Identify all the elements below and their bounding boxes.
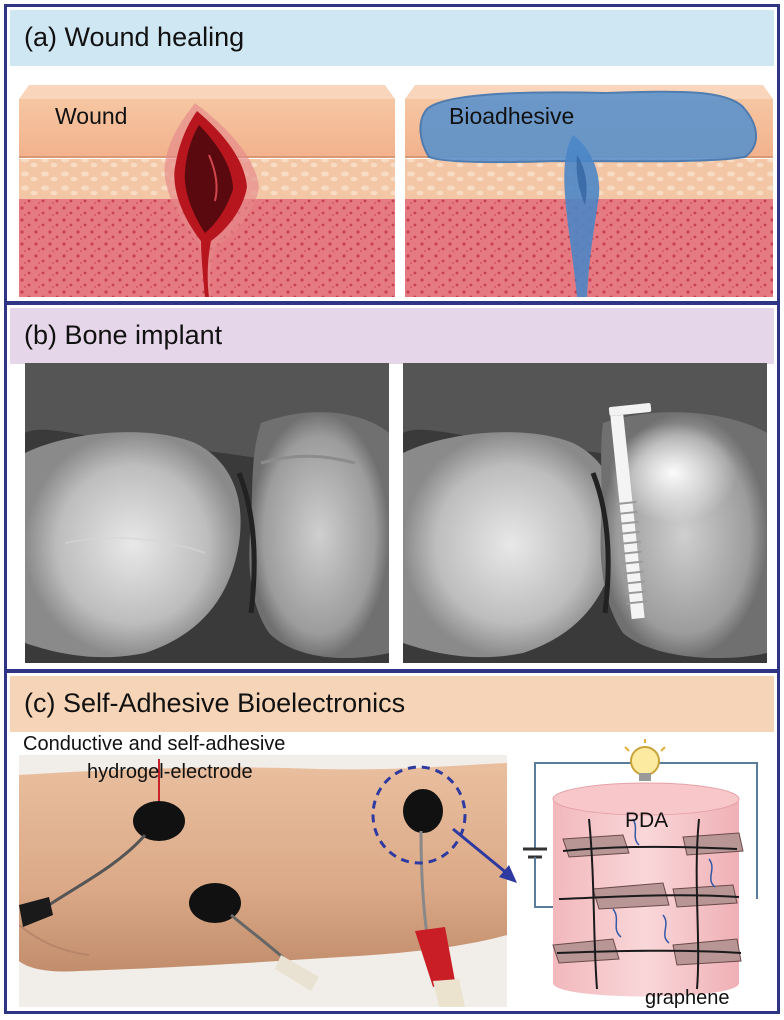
panel-self-adhesive-bioelectronics: (c) Self-Adhesive Bioelectronics xyxy=(4,670,780,1014)
electrode-2 xyxy=(189,883,241,923)
bioadhesive-illustration xyxy=(405,85,773,297)
panel-b-title: (b) Bone implant xyxy=(24,320,223,350)
pda-label: PDA xyxy=(625,809,669,832)
bioadhesive-label: Bioadhesive xyxy=(449,103,575,129)
bulb-icon xyxy=(630,746,660,776)
annotation-line2: hydrogel-electrode xyxy=(87,761,253,783)
wound-illustration xyxy=(19,85,395,297)
panel-bone-implant: (b) Bone implant xyxy=(4,302,780,672)
graphene-label: graphene xyxy=(645,987,730,1009)
arm-with-electrodes xyxy=(19,755,507,1007)
wound-label: Wound xyxy=(55,103,128,129)
electrode-3 xyxy=(403,789,443,833)
panel-a-title: (a) Wound healing xyxy=(24,22,245,52)
panel-c-header: (c) Self-Adhesive Bioelectronics xyxy=(10,676,774,732)
electrode-1 xyxy=(133,801,185,841)
panel-b-header: (b) Bone implant xyxy=(10,308,774,364)
panel-a-header: (a) Wound healing xyxy=(10,10,774,66)
xray-before-implant xyxy=(25,363,389,663)
panel-wound-healing: (a) Wound healing xyxy=(4,4,780,304)
panel-c-title: (c) Self-Adhesive Bioelectronics xyxy=(24,688,406,718)
annotation-line1: Conductive and self-adhesive xyxy=(23,733,286,755)
hydrogel-network-schematic xyxy=(523,739,758,997)
zoom-arrow xyxy=(452,827,517,883)
xray-with-screw xyxy=(403,363,767,663)
